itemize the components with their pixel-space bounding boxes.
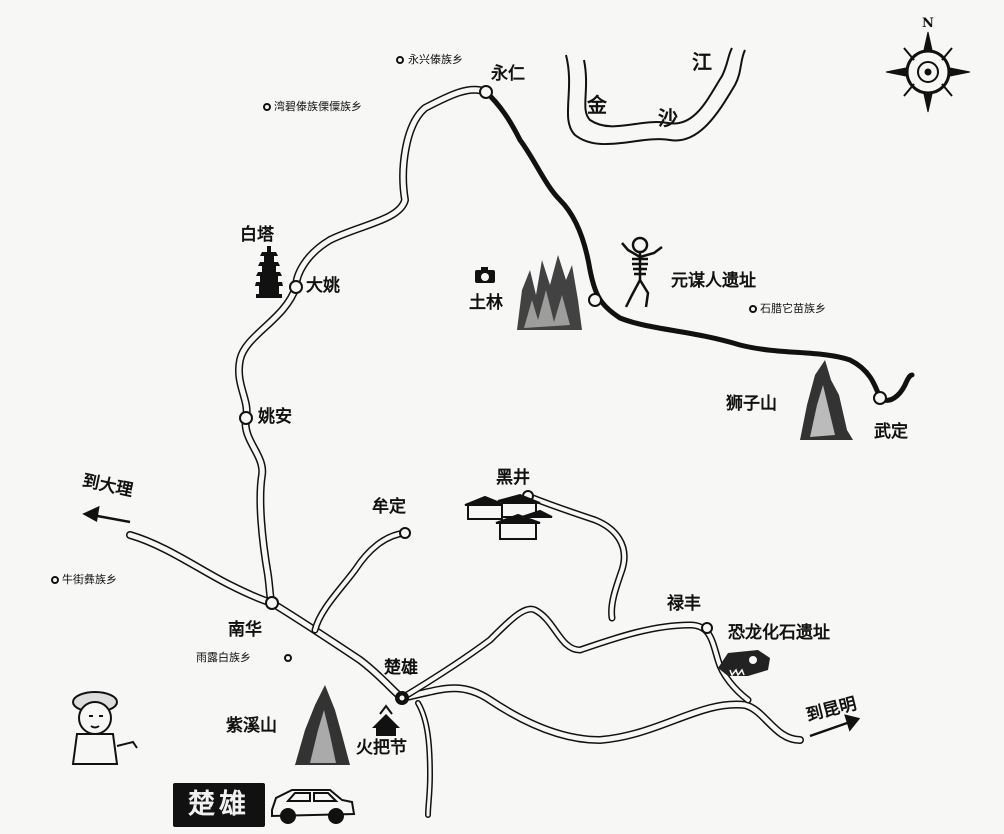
jinsha-river bbox=[565, 47, 746, 146]
place-label-nanhua: 南华 bbox=[228, 620, 262, 640]
marker-yongren bbox=[479, 85, 493, 99]
road-south-spur bbox=[415, 700, 433, 818]
place-label-mouding: 牟定 bbox=[372, 497, 406, 517]
marker-yaoan bbox=[239, 411, 253, 425]
place-label-dayao: 大姚 bbox=[306, 276, 340, 296]
roads bbox=[126, 85, 915, 818]
place-label-zixishan: 紫溪山 bbox=[226, 716, 277, 736]
arrow-to-dali-icon bbox=[82, 505, 131, 524]
pagoda-icon bbox=[255, 246, 283, 298]
road-heijing bbox=[524, 492, 628, 622]
torch-festival-icon bbox=[372, 704, 400, 736]
marker-mouding bbox=[399, 527, 411, 539]
marker-yuanmou bbox=[588, 293, 602, 307]
township-label-shila: 石腊它苗族乡 bbox=[760, 302, 826, 315]
marker-yongxing bbox=[396, 56, 404, 64]
road-yongren-wuding bbox=[483, 89, 915, 403]
marker-dayao bbox=[289, 280, 303, 294]
road-chuxiong-lufeng bbox=[398, 605, 752, 704]
place-label-heijing: 黑井 bbox=[496, 468, 530, 488]
road-yongren-dayao bbox=[292, 85, 490, 291]
marker-nanhua bbox=[265, 596, 279, 610]
township-label-wanbi: 湾碧傣族傈僳族乡 bbox=[274, 100, 362, 113]
town-markers bbox=[51, 56, 887, 662]
earth-forest-icon bbox=[517, 255, 582, 330]
place-label-konglong: 恐龙化石遗址 bbox=[728, 623, 830, 643]
marker-wanbi bbox=[263, 103, 271, 111]
road-chuxiong-kunming bbox=[398, 684, 804, 744]
place-label-yongren: 永仁 bbox=[491, 64, 525, 84]
dinosaur-skull-icon bbox=[718, 650, 770, 677]
place-label-lufeng: 禄丰 bbox=[667, 594, 701, 614]
township-label-yongxing: 永兴傣族乡 bbox=[408, 53, 463, 66]
road-mouding bbox=[311, 529, 409, 634]
village-houses-icon bbox=[464, 493, 553, 540]
arrow-to-kunming-icon bbox=[809, 714, 861, 738]
place-label-chuxiong: 楚雄 bbox=[384, 658, 418, 678]
township-label-yulu: 雨露白族乡 bbox=[196, 651, 251, 664]
marker-lufeng bbox=[701, 622, 713, 634]
compass-north-label: N bbox=[922, 16, 934, 31]
river-char-1: 金 bbox=[587, 93, 607, 117]
place-label-shizishan: 狮子山 bbox=[726, 394, 777, 414]
place-label-yuanmou: 元谋人遗址 bbox=[671, 271, 756, 291]
compass-rose-icon bbox=[885, 31, 971, 113]
township-label-niujie: 牛街彝族乡 bbox=[62, 573, 117, 586]
place-label-wuding: 武定 bbox=[874, 422, 908, 442]
person-icon bbox=[71, 691, 138, 765]
place-label-tulin: 土林 bbox=[469, 293, 503, 313]
marker-yulu bbox=[284, 654, 292, 662]
place-label-yaoan: 姚安 bbox=[258, 407, 292, 427]
marker-niujie bbox=[51, 576, 59, 584]
map-title-box: 楚雄 bbox=[173, 783, 265, 827]
camera-icon bbox=[475, 267, 495, 283]
river-char-2: 沙 bbox=[658, 106, 678, 130]
lion-mountain-icon bbox=[800, 360, 853, 440]
map-title: 楚雄 bbox=[188, 789, 250, 820]
marker-shila bbox=[749, 305, 757, 313]
zixi-mountain-icon bbox=[295, 685, 350, 765]
river-char-3: 江 bbox=[692, 50, 712, 74]
car-icon bbox=[271, 789, 356, 824]
place-label-huobajie: 火把节 bbox=[356, 738, 407, 758]
marker-wuding bbox=[873, 391, 887, 405]
road-dayao-nanhua bbox=[235, 283, 300, 607]
place-label-baita: 白塔 bbox=[240, 225, 274, 245]
skeleton-icon bbox=[621, 236, 663, 308]
